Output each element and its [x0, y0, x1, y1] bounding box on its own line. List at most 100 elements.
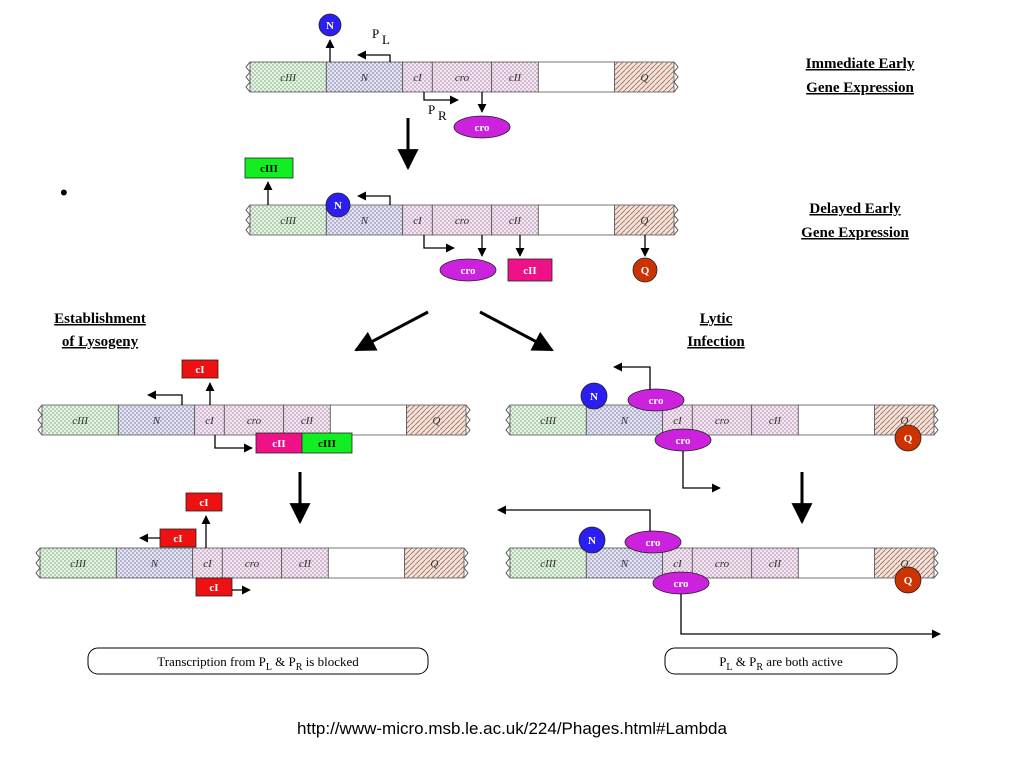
gene-label-cro: cro	[715, 415, 730, 427]
dna-end-right	[933, 547, 939, 579]
gene-ciii	[509, 547, 587, 579]
gene-label-ci: cI	[413, 72, 423, 84]
gene-label-ciii: cIII	[540, 558, 557, 570]
arrow-pr-lytic1	[682, 451, 721, 493]
protein-n-immediate	[318, 13, 342, 37]
protein-q-lytic2	[894, 566, 922, 594]
gene-ci	[402, 61, 433, 93]
protein-ciii-lys1	[301, 432, 353, 454]
gene-cii	[751, 404, 799, 436]
gene-label-n: N	[150, 558, 159, 570]
protein-cii-lys1-label: cII	[272, 438, 285, 450]
dna-end-right	[465, 404, 471, 436]
gene-label-ciii: cIII	[280, 215, 297, 227]
protein-cro-delayed-label: cro	[460, 265, 476, 277]
arrow-pr-immediate	[423, 92, 459, 105]
protein-ciii-delayed-label: cIII	[260, 163, 278, 175]
gene-label-q: Q	[640, 72, 648, 84]
protein-cro-delayed	[439, 258, 497, 282]
dna-end-left	[505, 404, 511, 436]
gene-label-cii: cII	[509, 72, 523, 84]
arrow-pr-delayed	[423, 235, 455, 253]
gene-label-n: N	[360, 72, 369, 84]
dna-end-left	[245, 61, 251, 93]
gene-label-ciii: cIII	[72, 415, 89, 427]
stage-immediate-line2: Gene Expression	[806, 80, 914, 96]
protein-ci-lys2-left-label: cI	[173, 533, 182, 545]
dna-end-right	[933, 404, 939, 436]
protein-n-delayed	[325, 192, 351, 218]
gene-label-cii: cII	[301, 415, 315, 427]
gene-label-n: N	[620, 558, 629, 570]
source-url[interactable]: http://www-micro.msb.le.ac.uk/224/Phages…	[297, 719, 727, 738]
gene-label-ci: cI	[203, 558, 213, 570]
gene-cii	[281, 547, 329, 579]
protein-n-lytic1-label: N	[590, 391, 598, 403]
gene-label-ci: cI	[673, 415, 683, 427]
gene-cii	[491, 61, 539, 93]
gene-label-cii: cII	[509, 215, 523, 227]
gene-n	[115, 547, 194, 579]
gene-label-ci: cI	[205, 415, 215, 427]
gene-blank	[329, 404, 408, 436]
protein-n-lytic2	[578, 526, 606, 554]
protein-cro-lytic1-top	[627, 388, 685, 412]
arrow-pl-lytic2	[497, 505, 651, 531]
promoter-pr-r: R	[438, 108, 447, 123]
gene-cii	[491, 204, 539, 236]
gene-label-q: Q	[900, 558, 908, 570]
protein-cro-lytic2-bottom-label: cro	[673, 578, 689, 590]
gene-cii	[751, 547, 799, 579]
gene-n	[325, 61, 404, 93]
note-lysogeny: Transcription from PL & PR is blocked	[157, 654, 359, 673]
protein-ci-lys2-top	[185, 492, 223, 512]
bullet-point: •	[60, 180, 68, 205]
arrow-pl-immediate	[357, 50, 391, 62]
dna-end-right	[673, 61, 679, 93]
protein-n-immediate-label: N	[326, 20, 334, 32]
note-box-lytic	[664, 647, 898, 675]
gene-q	[404, 547, 465, 579]
gene-label-ciii: cIII	[540, 415, 557, 427]
gene-label-q: Q	[640, 215, 648, 227]
gene-q	[614, 204, 675, 236]
gene-label-cro: cro	[455, 215, 470, 227]
arrow-pre-lys1	[214, 435, 253, 453]
dna-end-left	[37, 404, 43, 436]
protein-ciii-lys1-label: cIII	[318, 438, 336, 450]
stage-delayed-line2: Gene Expression	[801, 225, 909, 241]
gene-cro	[691, 547, 753, 579]
gene-q	[406, 404, 467, 436]
protein-n-lytic2-label: N	[588, 535, 596, 547]
gene-cro	[223, 404, 285, 436]
arrow-pl-delayed	[357, 191, 391, 205]
gene-blank	[797, 404, 876, 436]
gene-label-n: N	[620, 415, 629, 427]
protein-ci-lys2-bottom	[195, 577, 233, 597]
protein-q-delayed	[632, 257, 658, 283]
stage-immediate-line1: Immediate Early	[806, 56, 915, 72]
gene-ci	[402, 204, 433, 236]
stage-lysogeny-line2: of Lysogeny	[62, 334, 139, 350]
gene-ciii	[249, 204, 327, 236]
arrow-pl-lys1	[147, 390, 183, 405]
arrow-pl-lytic1	[613, 362, 651, 390]
arrow-pr-lytic2	[680, 594, 941, 639]
promoter-pl-l: L	[382, 32, 390, 47]
gene-label-n: N	[152, 415, 161, 427]
dna-end-left	[245, 204, 251, 236]
protein-n-lytic1	[580, 382, 608, 410]
protein-q-delayed-label: Q	[641, 265, 650, 277]
gene-label-ci: cI	[413, 215, 423, 227]
note-lytic: PL & PR are both active	[719, 654, 843, 673]
gene-label-n: N	[360, 215, 369, 227]
gene-blank	[537, 61, 616, 93]
gene-label-cii: cII	[769, 415, 783, 427]
protein-ci-lys2-bottom-label: cI	[209, 582, 218, 594]
